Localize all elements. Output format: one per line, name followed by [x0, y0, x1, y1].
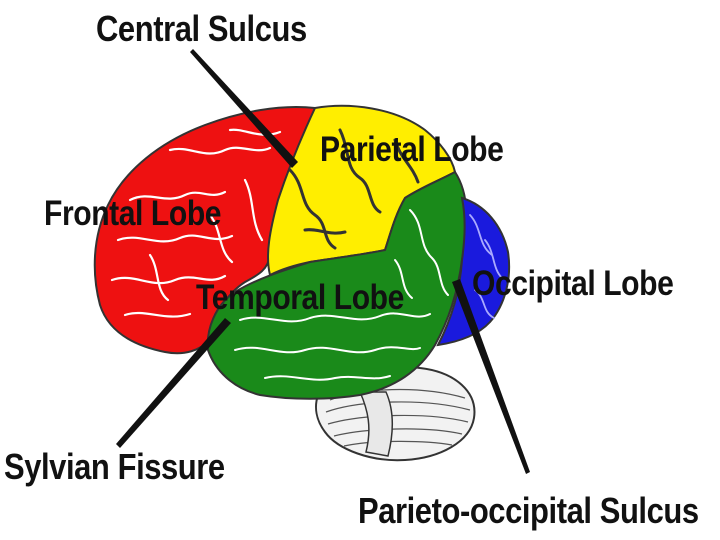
parietal-gyri: [288, 128, 420, 250]
occipital-lobe-label: Occipital Lobe: [472, 264, 674, 303]
central-sulcus-pointer: [190, 49, 298, 168]
gyri-lines: [110, 128, 282, 318]
parieto-occipital-sulcus-label: Parieto-occipital Sulcus: [358, 490, 699, 531]
occipital-lobe: [436, 196, 511, 347]
parietal-lobe-label: Parietal Lobe: [320, 130, 504, 169]
parieto-occipital-sulcus-pointer: [452, 279, 530, 474]
frontal-lobe-label: Frontal Lobe: [44, 194, 222, 233]
sylvian-fissure-pointer: [116, 318, 231, 448]
brain-stem: [358, 391, 394, 457]
central-sulcus-label: Central Sulcus: [96, 8, 307, 49]
temporal-gyri: [234, 209, 449, 381]
cerebellum-folds: [325, 388, 471, 447]
sylvian-fissure-label: Sylvian Fissure: [4, 446, 225, 487]
temporal-lobe-label: Temporal Lobe: [196, 278, 404, 317]
occipital-gyri: [469, 214, 503, 319]
temporal-lobe: [206, 170, 468, 400]
